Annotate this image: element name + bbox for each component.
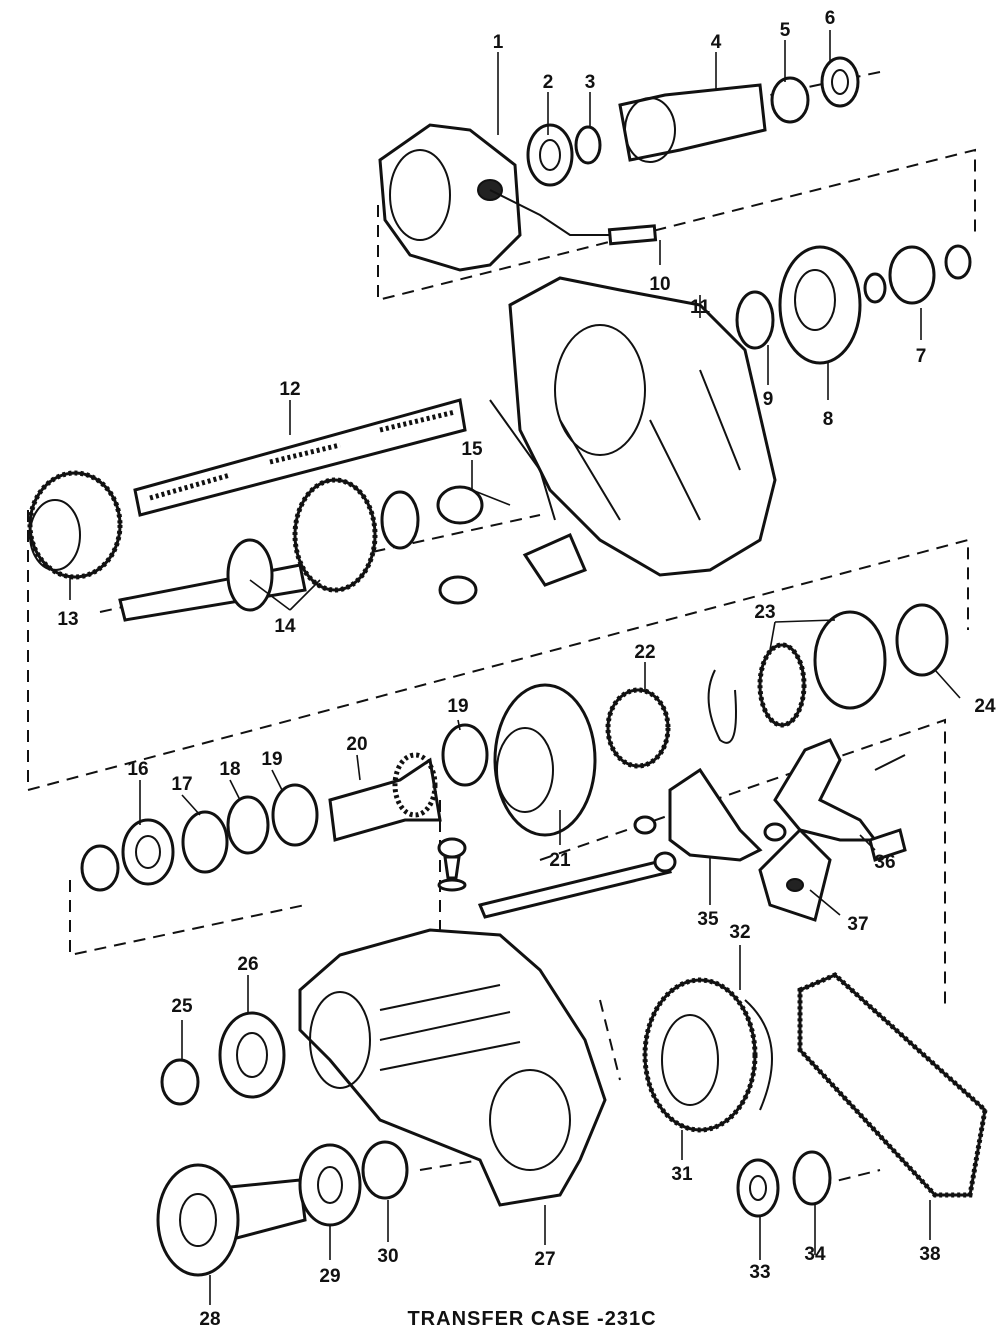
callout-19a: 19 [261,749,282,770]
callout-32: 32 [729,922,750,943]
part-3-snap-ring [574,125,602,165]
callout-37: 37 [847,914,868,935]
callout-2: 2 [543,72,554,93]
part-18-snap-ring [226,795,270,855]
part-38-drive-chain [797,972,988,1198]
part-8-oil-pump [778,245,862,365]
part-9-ring [735,290,775,350]
callout-25: 25 [171,996,193,1017]
part-10-speedometer-fitting [489,189,658,246]
callout-16: 16 [127,759,148,780]
callout-29: 29 [319,1266,340,1287]
vent-fitting [437,837,467,892]
callout-21: 21 [549,850,571,871]
leader-lines [69,30,961,1305]
part-28-yoke [156,1163,307,1277]
callout-15: 15 [461,439,483,460]
callout-26: 26 [237,954,258,975]
part-4-sleeve-housing [618,83,767,163]
part-2-bearing [526,123,574,187]
part-24-stop-ring [895,603,949,677]
callout-33: 33 [749,1262,770,1283]
callout-20: 20 [346,734,367,755]
callout-12: 12 [279,379,300,400]
part-31-drive-sprocket [642,977,758,1133]
part-22-clutch-sleeve [605,687,671,769]
callout-10: 10 [649,274,670,295]
callout-36: 36 [874,852,895,873]
part-16-bearing [80,818,175,892]
part-20-output-shaft [328,752,442,842]
part-12-mainshaft [133,398,467,517]
part-33-bearing [736,1158,780,1218]
part-13-input-gear [27,470,123,580]
callout-34: 34 [804,1244,826,1265]
callout-22: 22 [634,642,655,663]
part-29-bearing [298,1143,362,1227]
callout-14: 14 [274,616,296,637]
callout-9: 9 [763,389,774,410]
callout-labels: 1 2 3 4 5 6 10 7 8 9 11 12 13 14 15 16 1… [57,8,996,1330]
callout-23: 23 [754,602,775,623]
part-36-shift-fork [773,738,907,862]
callout-8: 8 [823,409,834,430]
part-5-bushing [770,76,810,124]
part-1-extension-housing [378,123,522,272]
callout-24: 24 [974,696,996,717]
part-23-synchronizer [707,610,887,744]
callout-38: 38 [919,1244,940,1265]
callout-13: 13 [57,609,78,630]
callout-7: 7 [916,346,927,367]
callout-5: 5 [780,20,791,41]
part-34-snap-ring [792,1150,832,1206]
part-6-seal [820,56,860,108]
callout-18: 18 [219,759,240,780]
part-17-snap-ring [181,810,229,874]
part-14-planetary-shaft [118,477,378,622]
callout-4: 4 [711,32,722,53]
callout-31: 31 [671,1164,693,1185]
part-26-bearing [218,1011,286,1099]
part-27-front-case [298,928,607,1207]
part-37-detent-bracket [758,827,832,922]
part-25-seal [160,1058,200,1106]
callout-17: 17 [171,774,192,795]
callout-19b: 19 [447,696,468,717]
callout-27: 27 [534,1249,555,1270]
part-15-bushing [380,485,484,550]
part-19-thrust-washer-b [441,723,489,787]
part-30-seal [361,1140,409,1200]
part-11-rear-case [438,276,777,605]
part-35-range-fork [633,767,787,862]
shift-rail [477,851,677,919]
callout-11: 11 [690,297,711,318]
part-19-thrust-washer-a [271,783,319,847]
part-7-bearing [863,244,972,305]
callout-30: 30 [377,1246,398,1267]
callout-3: 3 [585,72,596,93]
callout-28: 28 [199,1309,220,1330]
callout-6: 6 [825,8,836,29]
callout-35: 35 [697,909,719,930]
part-21-annulus-gear [493,683,597,837]
diagram-caption: TRANSFER CASE -231C [407,1308,656,1330]
part-32-snap-ring [744,999,773,1111]
callout-1: 1 [493,32,504,53]
